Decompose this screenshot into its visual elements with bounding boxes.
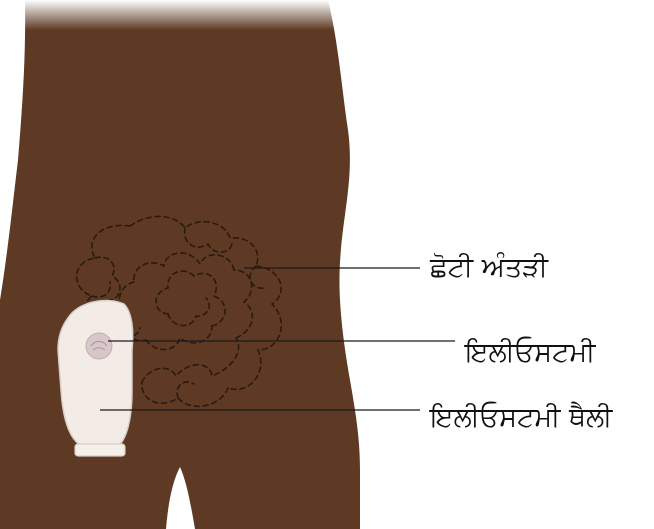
label-ileostomy: ਇਲੀਓਸਟਮੀ <box>465 339 595 366</box>
label-ileostomy-bag: ਇਲੀਓਸਟਮੀ ਥੈਲੀ <box>430 404 612 431</box>
top-fade <box>0 0 360 30</box>
torso <box>0 0 360 529</box>
stoma <box>86 333 112 359</box>
ileostomy-pouch <box>58 300 133 446</box>
label-small-intestine: ਛੋਟੀ ਅੰਤੜੀ <box>430 254 548 281</box>
pouch-clip <box>75 444 125 456</box>
